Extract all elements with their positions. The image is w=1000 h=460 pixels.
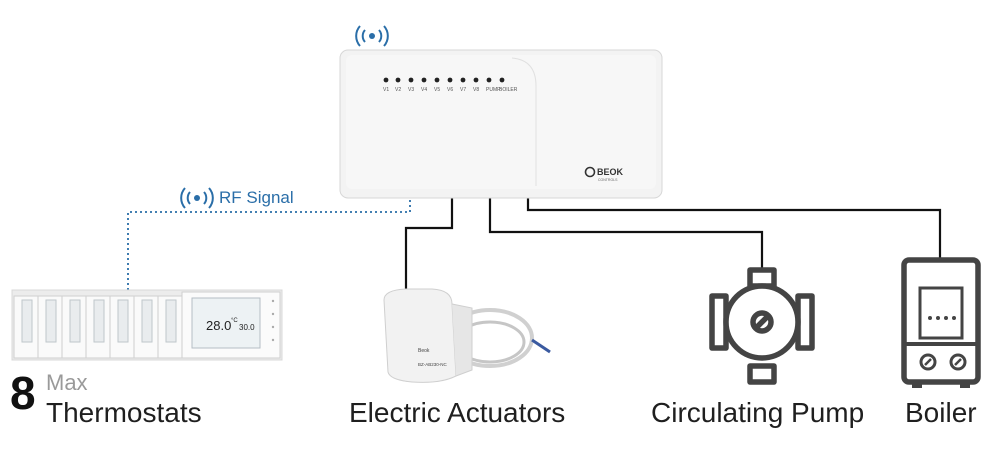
channel-label-v7: V7: [460, 87, 466, 93]
thermostat-temp: 28.0: [206, 318, 231, 333]
actuator-model-text: BZ-AB230-NC: [418, 362, 448, 367]
thermostat-count: 8: [10, 367, 36, 419]
thermostat-count-max: Max: [46, 370, 88, 395]
channel-label-boiler: BOILER: [499, 87, 518, 93]
brand-logo-icon: [584, 166, 596, 178]
wire-pump: [488, 190, 764, 268]
thermostats-label: Thermostats: [46, 397, 202, 428]
thermostat-unit: °C: [231, 318, 238, 324]
boiler-icon: [901, 257, 981, 388]
channel-label-v2: V2: [395, 87, 401, 93]
rf-signal-line: [127, 190, 411, 290]
wire-boiler: [526, 190, 942, 258]
rf-wireless-icon: [180, 187, 214, 209]
rf-signal-label: RF Signal: [219, 188, 294, 207]
channel-label-pump: PUMP: [486, 87, 501, 93]
actuator-brand-text: Beok: [418, 348, 430, 354]
channel-label-v4: V4: [421, 87, 427, 93]
electric-actuator: Beok BZ-AB230-NC: [383, 288, 551, 383]
circulating-pump-icon: [709, 267, 815, 385]
channel-label-v1: V1: [383, 87, 389, 93]
thermostat-stack: 28.0 °C 30.0: [11, 289, 283, 361]
channel-label-v6: V6: [447, 87, 453, 93]
actuators-label: Electric Actuators: [349, 397, 566, 428]
pump-label: Circulating Pump: [651, 397, 865, 428]
channel-label-v3: V3: [408, 87, 414, 93]
boiler-label: Boiler: [905, 397, 977, 428]
thermostat-setpoint: 30.0: [239, 323, 255, 332]
channel-label-v5: V5: [434, 87, 440, 93]
wire-actuators: [404, 190, 454, 296]
wireless-signal-icon: [355, 25, 389, 47]
led-row: [383, 77, 505, 83]
brand-name: BEOK: [597, 167, 624, 177]
connection-wires: [404, 190, 942, 296]
channel-label-v8: V8: [473, 87, 479, 93]
thermostat-display: [191, 297, 261, 349]
brand-subtitle: CONTROLS: [598, 178, 618, 182]
